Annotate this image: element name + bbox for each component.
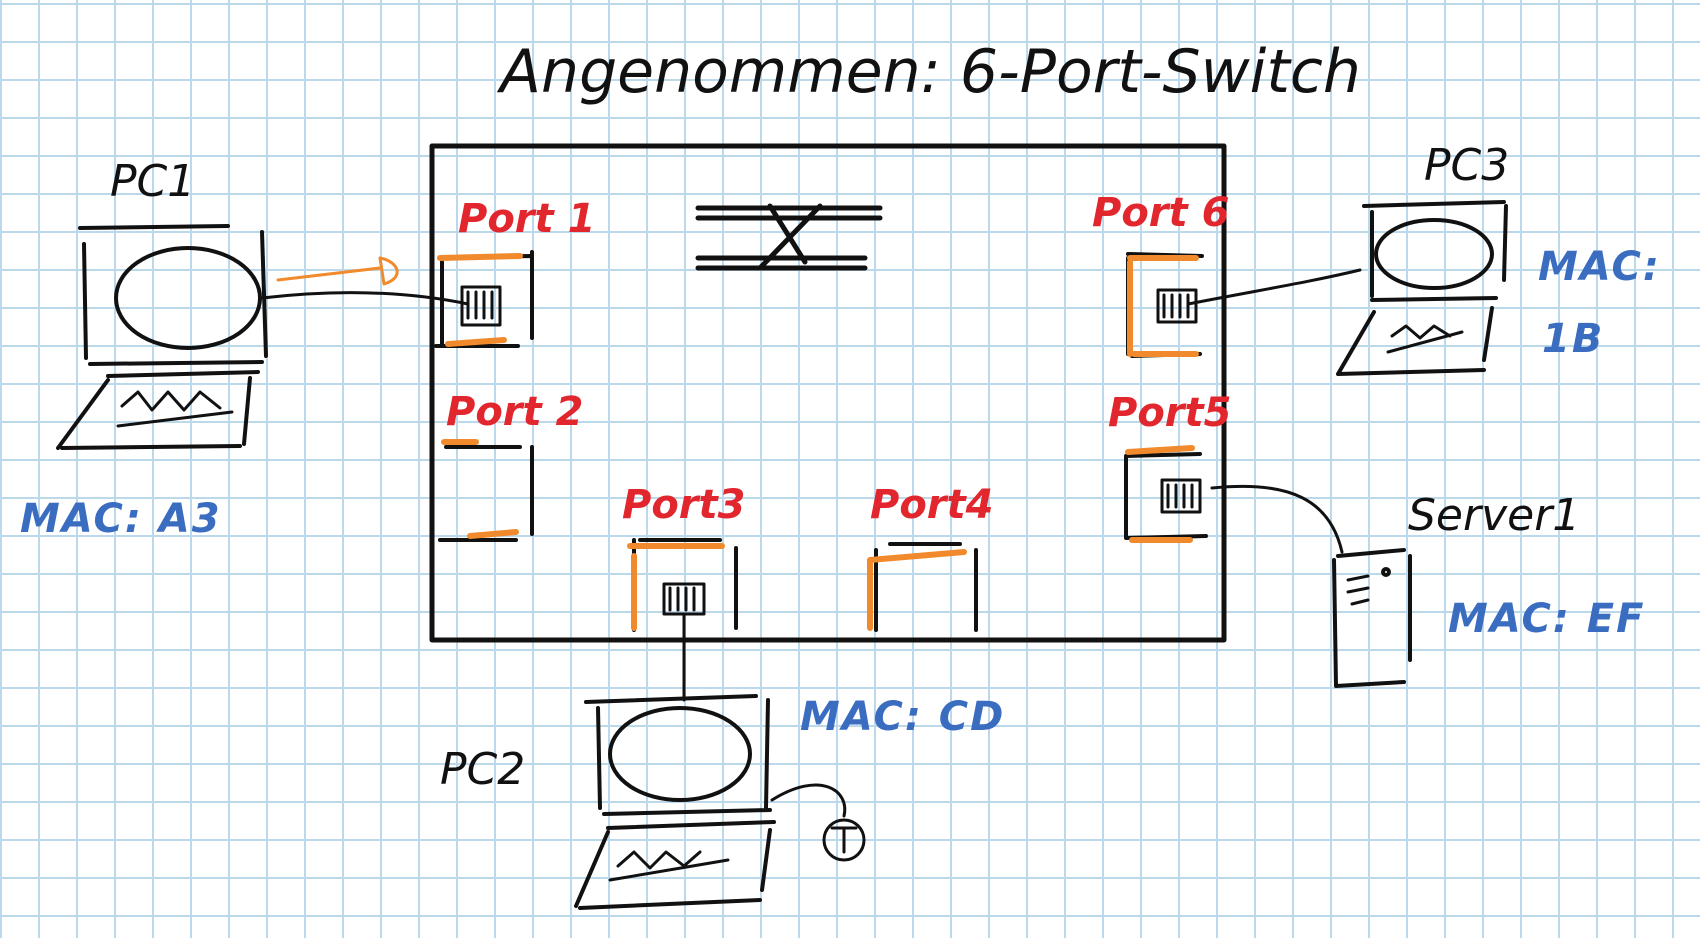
port-1: Port 1 [434, 196, 595, 348]
port-3: Port3 [622, 482, 745, 632]
switch-box [429, 143, 1227, 643]
switch-symbol-icon [695, 203, 883, 271]
pc1-computer-icon [56, 224, 268, 450]
pc1-arrow-icon [276, 256, 399, 286]
port-1-label: Port 1 [458, 196, 595, 242]
pc3-label: PC3 [1424, 140, 1509, 191]
pc3-mac-prefix: MAC: [1538, 244, 1661, 290]
pc1: PC1 MAC: A3 [20, 156, 268, 542]
pc1-label: PC1 [110, 156, 195, 207]
port-5-label: Port5 [1108, 390, 1231, 436]
server1: Server1 MAC: EF [1332, 490, 1645, 688]
port-4-label: Port4 [870, 482, 993, 528]
port-5-connector-icon [1160, 478, 1202, 514]
diagram-title: Angenommen: 6-Port-Switch [496, 37, 1361, 107]
server1-label: Server1 [1408, 490, 1580, 541]
pc2-label: PC2 [440, 744, 525, 795]
port-6: Port 6 [1092, 190, 1229, 358]
port-4: Port4 [867, 482, 993, 632]
port-6-connector-icon [1156, 288, 1198, 324]
pc3: PC3 MAC: 1B [1336, 140, 1661, 376]
port-2-label: Port 2 [446, 389, 583, 435]
pc2-mouse-icon [770, 783, 866, 862]
pc1-cable [260, 291, 470, 306]
port-3-connector-icon [662, 582, 706, 616]
pc2-computer-icon [574, 694, 776, 910]
port-6-label: Port 6 [1092, 190, 1229, 236]
pc3-cable [1186, 268, 1362, 306]
pc1-mac-label: MAC: A3 [20, 496, 222, 542]
port-5: Port5 [1108, 390, 1231, 543]
pc2-mac-label: MAC: CD [800, 694, 1005, 740]
server1-mac-label: MAC: EF [1448, 596, 1645, 642]
server1-cable [1210, 484, 1344, 554]
port-3-label: Port3 [622, 482, 745, 528]
pc3-mac-value: 1B [1542, 316, 1604, 362]
pc2: PC2 MAC: CD [440, 694, 1005, 910]
server1-server-icon [1332, 548, 1412, 688]
pc3-computer-icon [1336, 200, 1508, 376]
port-2: Port 2 [438, 389, 583, 542]
port-1-connector-icon [460, 285, 502, 327]
